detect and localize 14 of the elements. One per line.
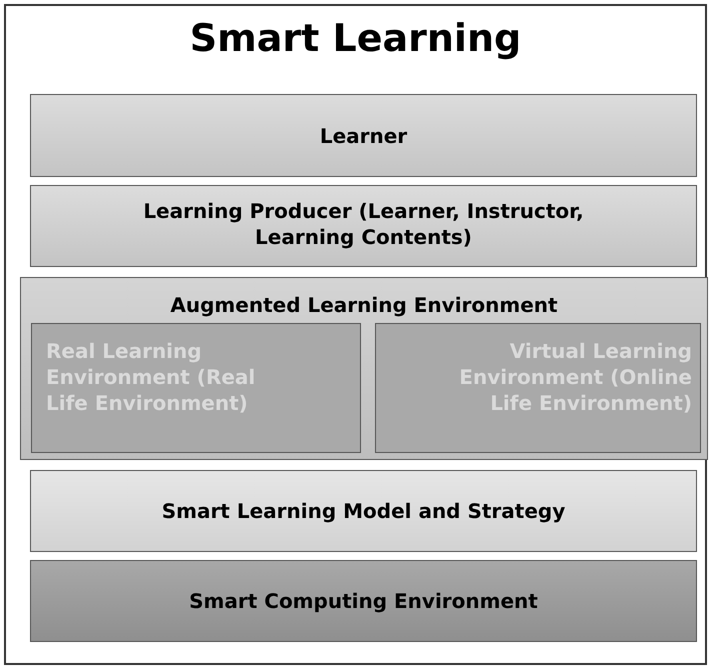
layer-box: [31, 323, 361, 453]
layer-label: Learning Producer (Learner, Instructor, Learning Contents): [142, 198, 585, 250]
layer-box: [375, 323, 701, 453]
layer-label: Augmented Learning Environment: [169, 292, 559, 318]
layer-label: Smart Computing Environment: [188, 588, 539, 614]
layer-box: [20, 277, 708, 460]
layer-box: [30, 560, 697, 642]
diagram-frame: [4, 4, 707, 665]
layer-box: [30, 185, 697, 267]
layer-label: Smart Learning Model and Strategy: [160, 498, 566, 524]
layer-label: Learner: [318, 123, 408, 149]
layer-box: [30, 94, 697, 177]
frame-heading: Smart Learning: [188, 15, 522, 62]
layer-box: [30, 470, 697, 552]
